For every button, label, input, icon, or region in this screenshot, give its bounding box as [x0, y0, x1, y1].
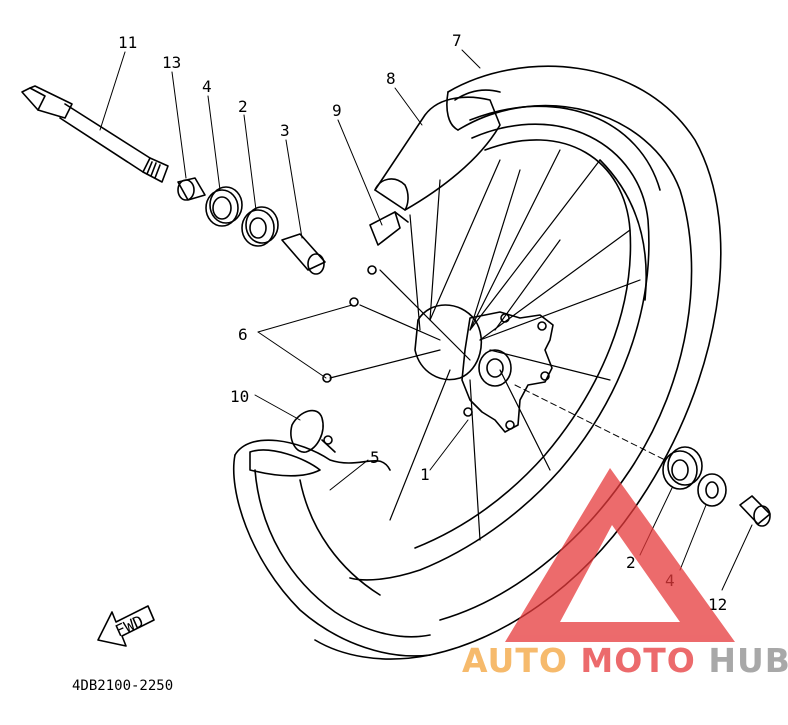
spoke-nipples [322, 265, 377, 383]
callout-2-right: 2 [626, 553, 636, 572]
callout-1: 1 [420, 465, 430, 484]
rim-band-valve [290, 409, 336, 453]
callout-5: 5 [370, 448, 380, 467]
automotohub-watermark: AUTO MOTO HUB [462, 468, 788, 680]
collar-12 [739, 495, 771, 527]
rim-lock [374, 96, 501, 211]
callout-9: 9 [332, 101, 342, 120]
bearing-left [241, 206, 279, 247]
axle-axis-line [514, 384, 666, 461]
spacer [281, 233, 326, 275]
callout-10: 10 [230, 387, 249, 406]
hub [414, 304, 554, 433]
callout-12: 12 [708, 595, 727, 614]
watermark-moto: MOTO [580, 641, 695, 680]
callout-2-left: 2 [238, 97, 248, 116]
callout-7: 7 [452, 31, 462, 50]
callout-11: 11 [118, 33, 137, 52]
callout-8: 8 [386, 69, 396, 88]
spokes [329, 149, 641, 541]
oil-seal-right [697, 473, 727, 507]
front-axle [21, 85, 169, 183]
svg-text:AUTO MOTO HUB: AUTO MOTO HUB [462, 641, 788, 680]
fwd-arrow [97, 605, 155, 647]
oil-seal-left [205, 186, 243, 227]
fwd-label: FWD [112, 611, 146, 640]
part-code: 4DB2100-2250 [72, 678, 173, 694]
callout-6: 6 [238, 325, 248, 344]
callout-4-left: 4 [202, 77, 212, 96]
tube [232, 439, 431, 657]
callout-13: 13 [162, 53, 181, 72]
bearing-right [662, 446, 703, 490]
watermark-auto: AUTO [462, 641, 568, 680]
valve-nut [369, 211, 409, 246]
rim [349, 123, 650, 581]
watermark-hub: HUB [708, 641, 788, 680]
leader-lines [99, 49, 753, 591]
watermark-triangle-icon [505, 468, 735, 642]
collar-13 [177, 177, 206, 201]
callout-3: 3 [280, 121, 290, 140]
